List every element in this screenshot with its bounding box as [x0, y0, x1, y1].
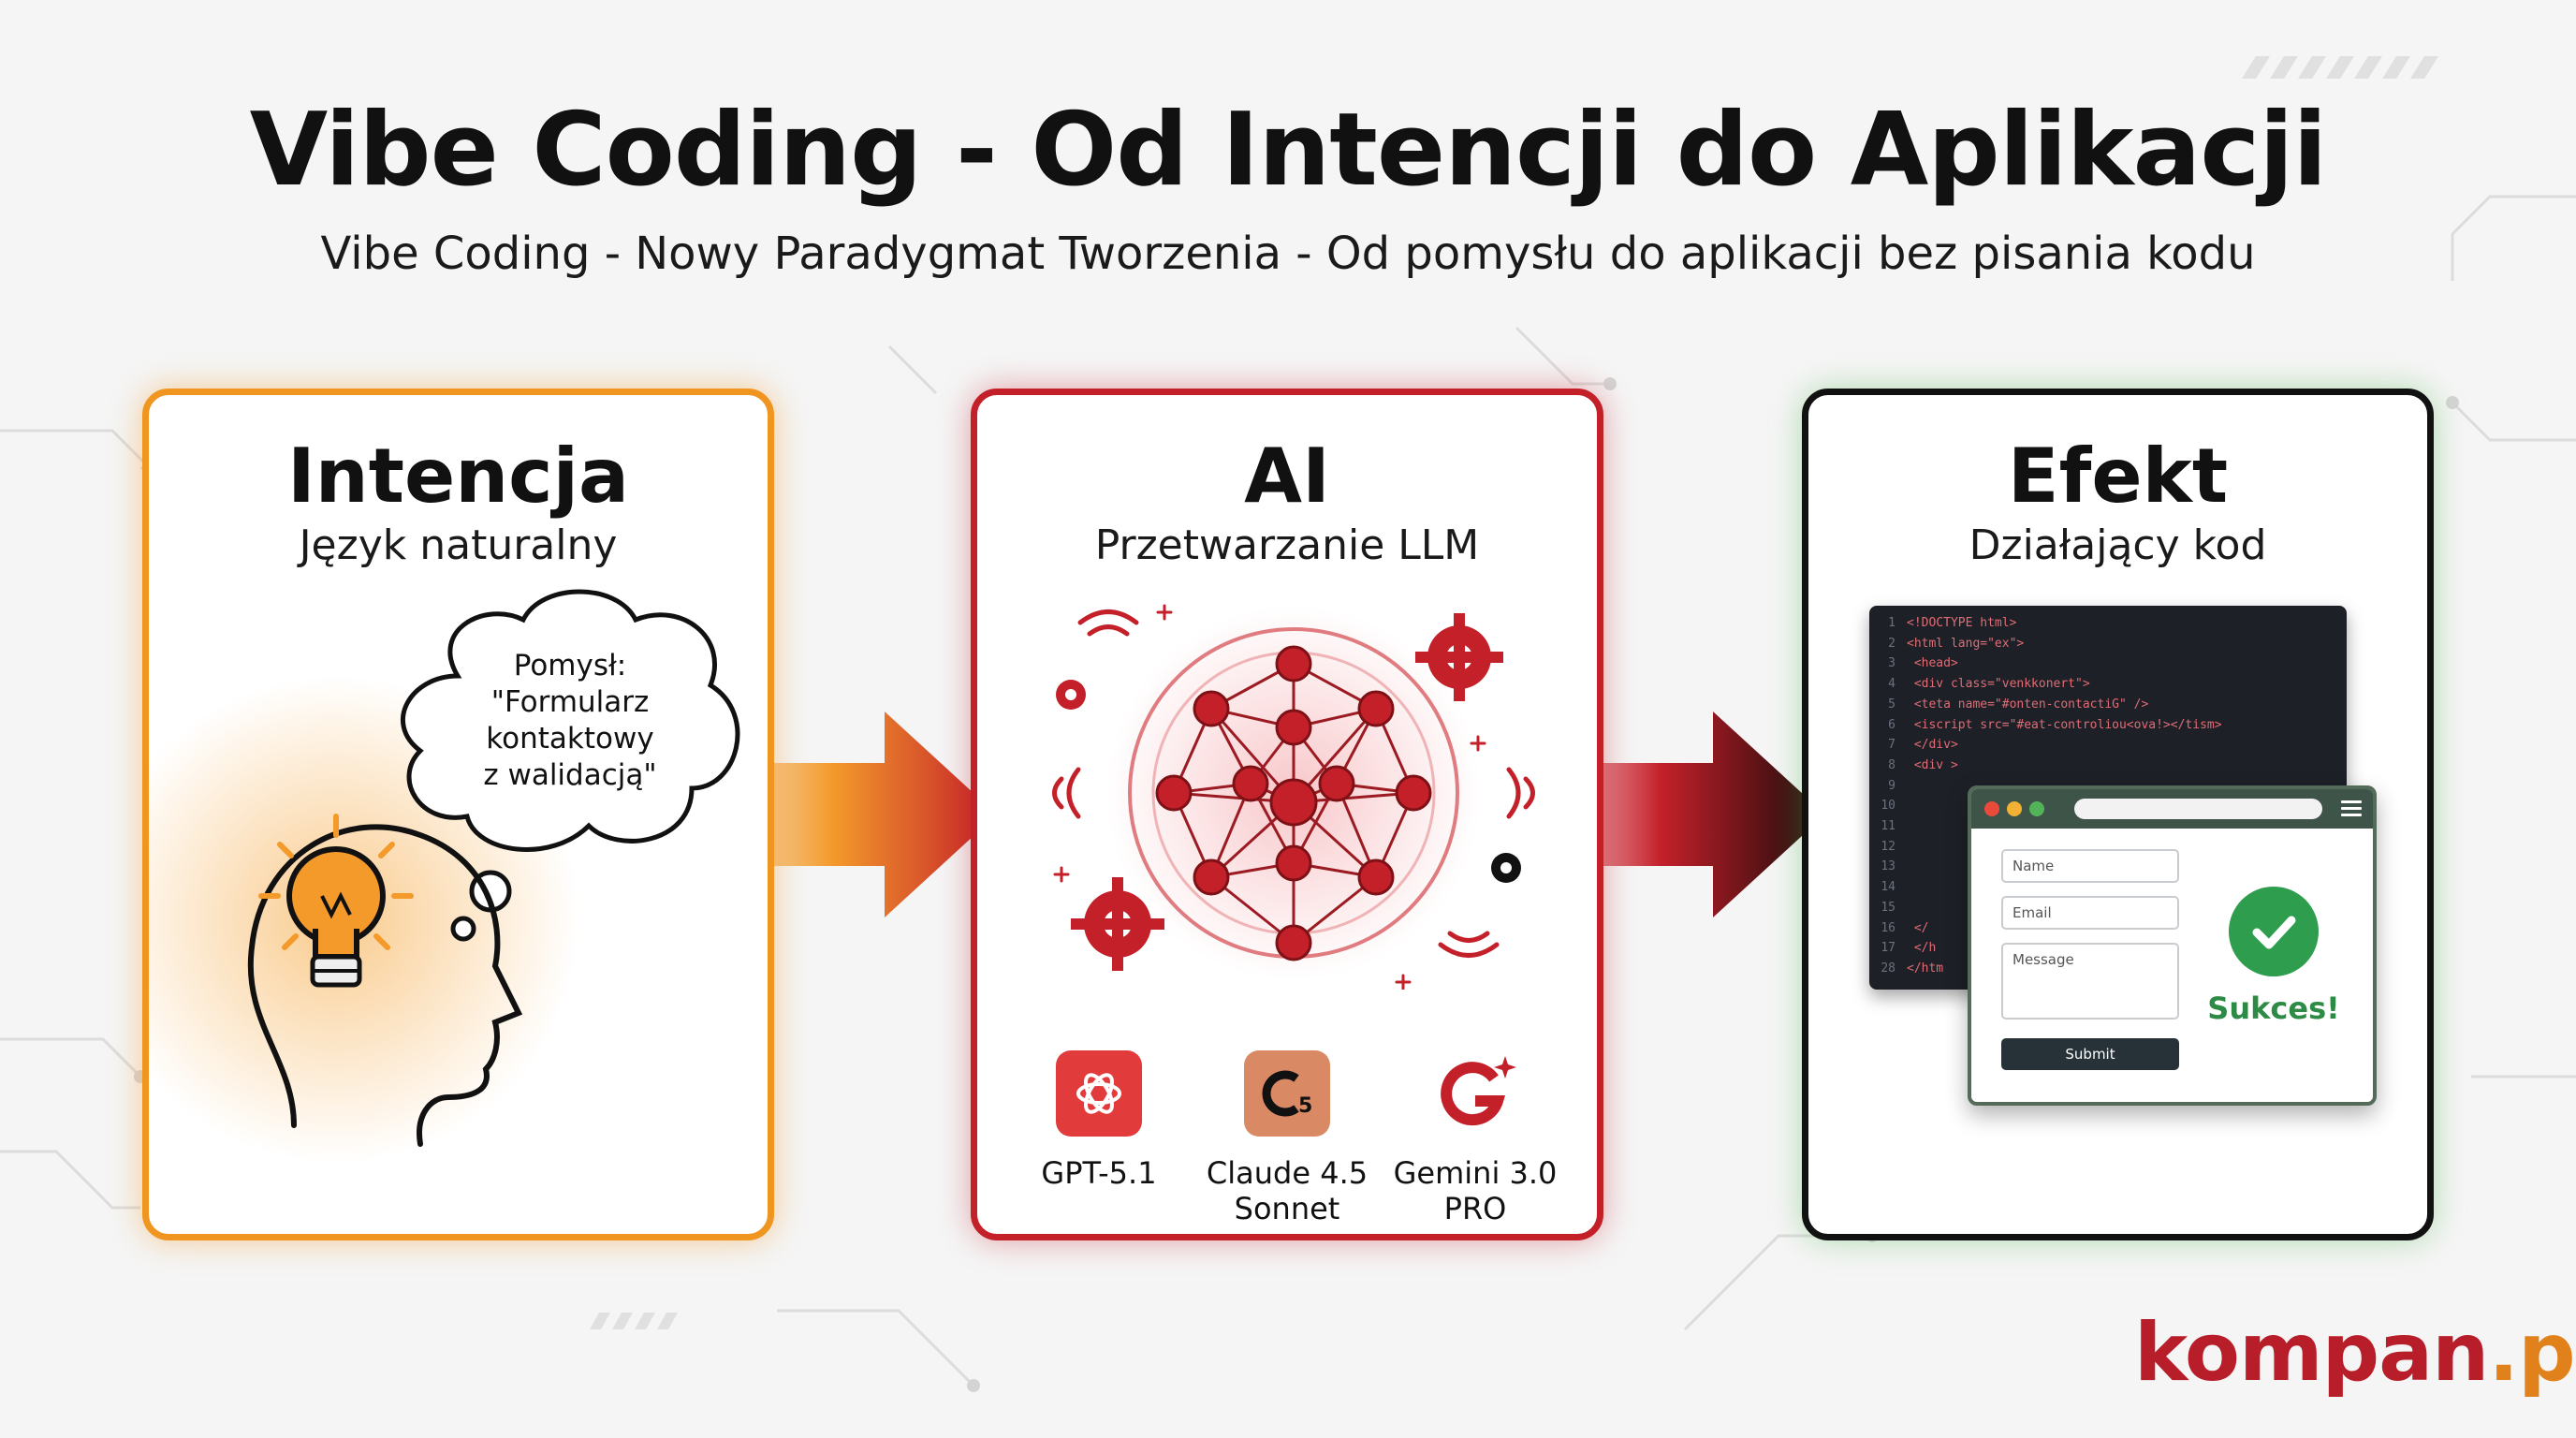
intent-card: Intencja Język naturalny [142, 389, 774, 1240]
gear-icon [1071, 877, 1164, 971]
close-dot-icon [1984, 801, 1999, 816]
model-name: Gemini 3.0 PRO [1393, 1155, 1558, 1226]
ai-card: AI Przetwarzanie LLM [971, 389, 1603, 1240]
code-line: 16 </ [1881, 920, 1929, 935]
browser-titlebar [1971, 789, 2373, 829]
page-subtitle: Vibe Coding - Nowy Paradygmat Tworzenia … [320, 227, 2256, 280]
network-node [1275, 924, 1312, 961]
signal-icon [1052, 609, 1535, 958]
network-node [1357, 858, 1395, 896]
code-line: 10 [1881, 799, 1895, 814]
hamburger-menu-icon[interactable] [2341, 800, 2362, 817]
ai-title: AI [1244, 433, 1330, 520]
effect-card: Efekt Działający kod 1<!DOCTYPE html> 2<h… [1802, 389, 2434, 1240]
model-name: Claude 4.5 Sonnet [1206, 1155, 1368, 1226]
url-bar[interactable] [2074, 799, 2322, 819]
intent-title: Intencja [287, 433, 629, 520]
code-line: 3 <head> [1888, 656, 1958, 671]
openai-logo-icon [1056, 1050, 1142, 1137]
head-lightbulb-illustration [149, 589, 740, 1163]
gear-icon [1056, 680, 1086, 710]
name-field[interactable]: Name [2001, 849, 2179, 883]
network-node [1193, 690, 1230, 727]
network-node [1395, 774, 1432, 812]
code-line: 2<html lang="ex"> [1888, 636, 2025, 651]
thought-text: Pomysł: "Formularz kontaktowy z walidacj… [483, 649, 657, 792]
code-line: 11 [1881, 819, 1895, 833]
model-gemini: Gemini 3.0 PRO [1372, 1050, 1578, 1226]
network-node [1275, 645, 1312, 682]
network-node [1155, 774, 1193, 812]
model-claude: 5 Claude 4.5 Sonnet [1184, 1050, 1390, 1226]
brand-logo: kompan.pl [2134, 1306, 2576, 1400]
code-line: 7 </div> [1888, 738, 1958, 753]
maximize-dot-icon [2029, 801, 2044, 816]
code-line: 13 [1881, 859, 1895, 874]
effect-subtitle: Działający kod [1969, 521, 2267, 569]
code-line: 1<!DOCTYPE html> [1888, 616, 2017, 630]
browser-window: Name Email Message Submit Sukces! [1968, 785, 2377, 1106]
intent-subtitle: Język naturalny [299, 521, 618, 569]
network-node [1232, 765, 1269, 802]
submit-button[interactable]: Submit [2001, 1038, 2179, 1070]
network-node [1357, 690, 1395, 727]
success-check-icon [2229, 887, 2319, 976]
svg-text:5: 5 [1298, 1094, 1312, 1118]
page-title: Vibe Coding - Od Intencji do Aplikacji [249, 92, 2328, 209]
code-line: 9 [1888, 778, 1895, 793]
code-line: 15 [1881, 900, 1895, 915]
code-line: 8 <div > [1888, 757, 1958, 772]
network-node [1275, 709, 1312, 746]
success-label: Sukces! [2207, 990, 2340, 1026]
code-line: 17 </h [1881, 941, 1937, 956]
claude-logo-icon: 5 [1244, 1050, 1330, 1137]
model-gpt: GPT-5.1 [996, 1050, 1202, 1191]
code-line: 14 [1881, 880, 1895, 895]
network-node [1193, 858, 1230, 896]
code-line: 6 <iscript src="#eat-controliou<ova!></t… [1888, 717, 2222, 732]
neural-network-illustration [1052, 604, 1535, 990]
code-line: 4 <div class="venkkonert"> [1888, 677, 2090, 692]
model-name: GPT-5.1 [1041, 1155, 1157, 1191]
thought-bubble [401, 589, 740, 852]
network-node [1318, 765, 1355, 802]
gear-icon [1415, 613, 1503, 701]
gemini-logo-icon [1432, 1050, 1518, 1137]
network-node [1269, 778, 1318, 827]
gear-icon [1491, 853, 1521, 883]
email-field[interactable]: Email [2001, 896, 2179, 930]
minimize-dot-icon [2007, 801, 2022, 816]
effect-title: Efekt [2007, 433, 2229, 520]
head-profile [247, 824, 523, 1147]
code-line: 28</htm [1881, 961, 1944, 976]
network-node [1275, 844, 1312, 882]
ai-subtitle: Przetwarzanie LLM [1094, 521, 1480, 569]
message-field[interactable]: Message [2001, 943, 2179, 1020]
code-line: 12 [1881, 839, 1895, 854]
lightbulb-icon [258, 814, 414, 988]
code-line: 5 <teta name="#onten-contactiG" /> [1888, 697, 2149, 712]
